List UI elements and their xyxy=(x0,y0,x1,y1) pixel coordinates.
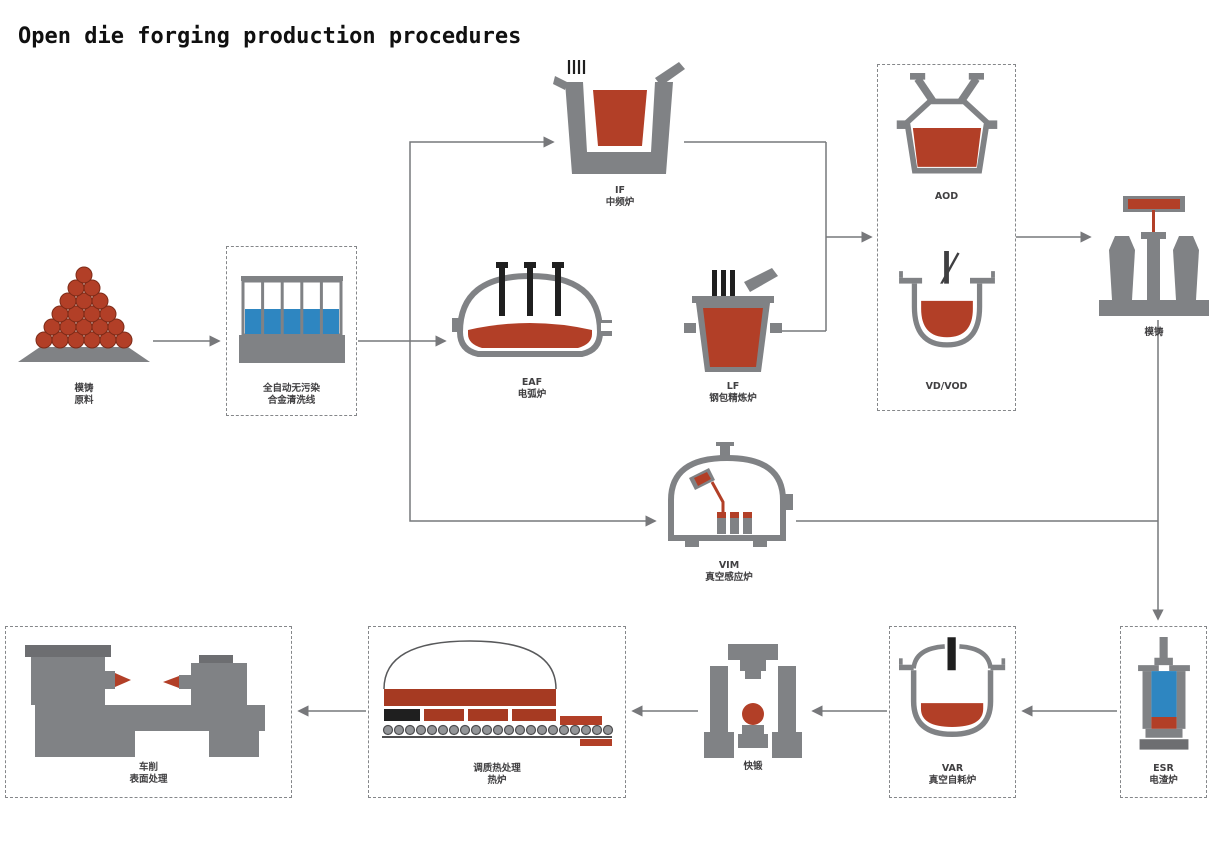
node-raw-material: 模铸 原料 xyxy=(16,264,152,408)
node-ingot-casting: 模铸 xyxy=(1096,196,1212,339)
esr-label: ESR 电渣炉 xyxy=(1149,763,1178,787)
node-vim-furnace: VIM 真空感应炉 xyxy=(662,442,796,585)
aod-label: AOD xyxy=(934,191,959,202)
forging-press-icon xyxy=(704,644,802,758)
var-furnace-icon xyxy=(898,637,1005,738)
eaf-furnace-icon xyxy=(452,262,612,357)
node-if-furnace: IF 中频炉 xyxy=(550,60,690,210)
lf-furnace-label: LF 钢包精炼炉 xyxy=(709,381,757,405)
heat-treatment-label: 调质热处理 热炉 xyxy=(473,763,521,787)
vdvod-vessel-icon xyxy=(898,251,995,348)
node-eaf-furnace: EAF 电弧炉 xyxy=(452,262,612,402)
aod-converter-icon xyxy=(896,73,997,174)
ingot-casting-icon xyxy=(1099,196,1209,316)
node-cleaning-line: 全自动无污染 合金清洗线 xyxy=(226,246,357,416)
heat-treatment-furnace-icon xyxy=(382,640,614,746)
node-esr-furnace: ESR 电渣炉 xyxy=(1120,626,1207,798)
node-forging-press: 快锻 xyxy=(700,644,806,773)
raw-material-label: 模铸 原料 xyxy=(74,383,94,407)
node-aod-vdvod-group: AOD VD/VOD xyxy=(877,64,1016,411)
node-var-furnace: VAR 真空自耗炉 xyxy=(889,626,1016,798)
page-title: Open die forging production procedures xyxy=(18,24,522,49)
vim-furnace-label: VIM 真空感应炉 xyxy=(705,560,753,584)
vdvod-label: VD/VOD xyxy=(925,381,968,392)
lathe-icon xyxy=(24,645,265,757)
lf-furnace-icon xyxy=(684,268,782,372)
esr-furnace-icon xyxy=(1137,637,1190,750)
forging-press-label: 快锻 xyxy=(743,761,763,772)
if-furnace-label: IF 中频炉 xyxy=(605,185,635,209)
ingot-casting-label: 模铸 xyxy=(1144,327,1164,338)
eaf-furnace-label: EAF 电弧炉 xyxy=(517,377,547,401)
node-lathe: 车削 表面处理 xyxy=(5,626,292,798)
cleaning-line-label: 全自动无污染 合金清洗线 xyxy=(262,383,320,407)
lathe-label: 车削 表面处理 xyxy=(129,762,168,786)
if-furnace-icon xyxy=(553,60,685,174)
node-lf-furnace: LF 钢包精炼炉 xyxy=(682,268,784,406)
vim-furnace-icon xyxy=(668,442,793,547)
cleaning-line-icon xyxy=(238,276,345,363)
node-heat-treatment: 调质热处理 热炉 xyxy=(368,626,626,798)
var-label: VAR 真空自耗炉 xyxy=(928,763,977,787)
raw-material-icon xyxy=(18,266,150,362)
